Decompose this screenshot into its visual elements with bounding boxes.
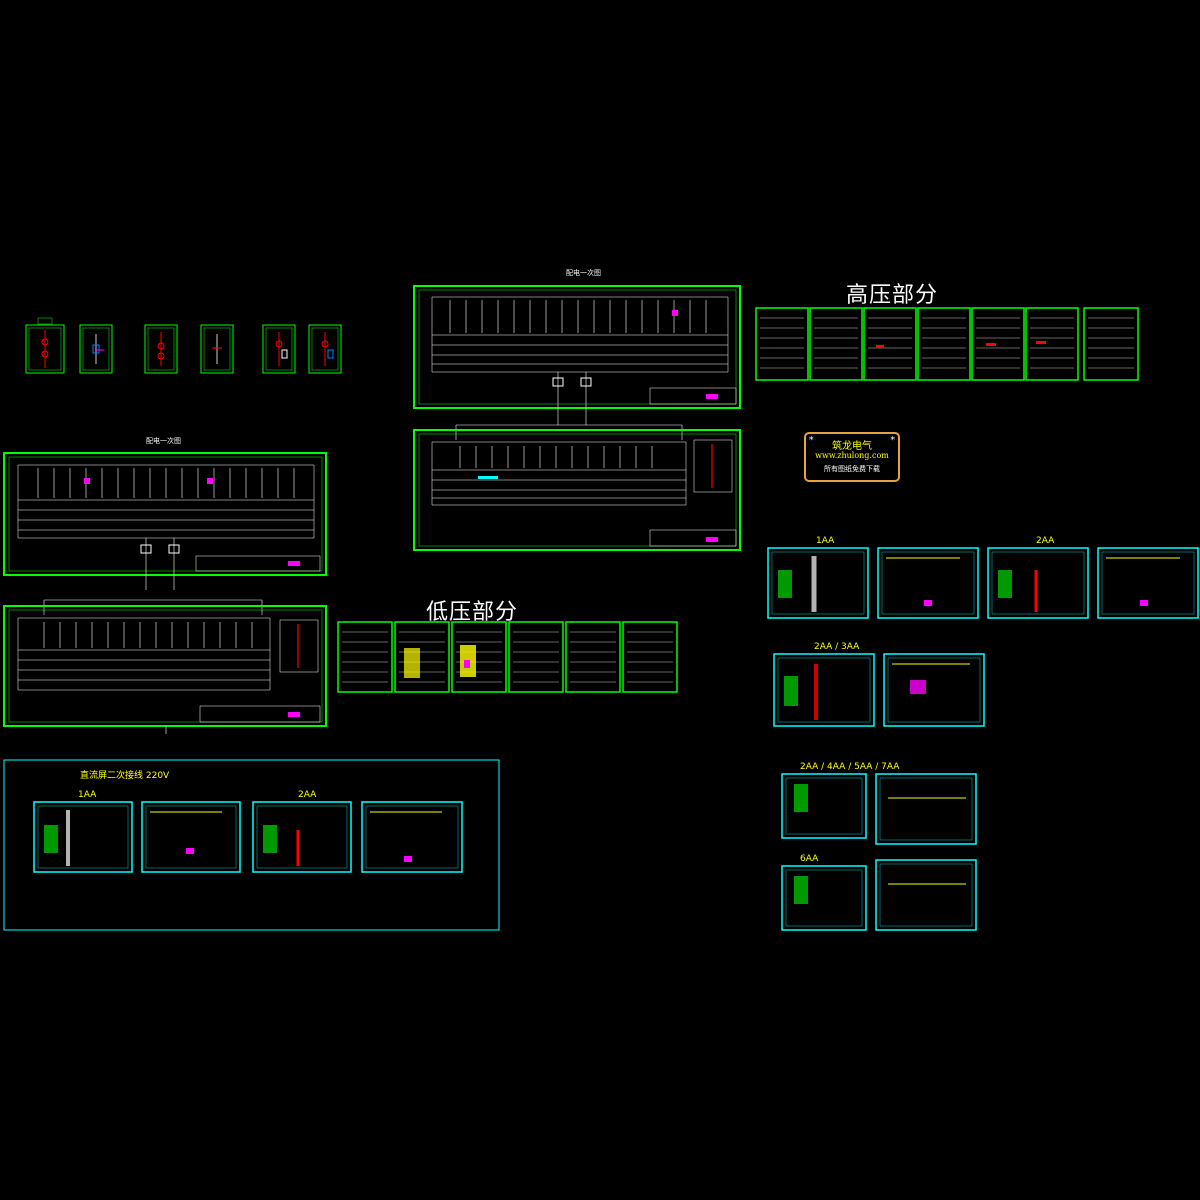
dc-panel-group <box>3 759 500 931</box>
right-wiring-sheets <box>767 547 1199 931</box>
wiring-sheet[interactable] <box>781 865 867 931</box>
stamp-brand: 筑龙电气 <box>832 441 872 452</box>
top-diagram-caption: 配电一次图 <box>566 269 601 277</box>
symbol-sheet[interactable] <box>262 324 296 374</box>
low-voltage-table-sheets <box>337 621 678 693</box>
wiring-sheet[interactable] <box>773 653 875 727</box>
single-line-diagram-top-2[interactable] <box>413 429 741 551</box>
wiring-sheet[interactable] <box>141 801 241 873</box>
wiring-sheet[interactable] <box>883 653 985 727</box>
symbol-sheet[interactable] <box>79 324 113 374</box>
star-icon: * <box>890 436 896 446</box>
single-line-diagram-top[interactable] <box>413 285 741 409</box>
wiring-sheet[interactable] <box>877 547 979 619</box>
single-line-diagram-left[interactable] <box>3 452 327 576</box>
sheet-label-1A: 1AA <box>816 536 835 546</box>
left-diagram-caption: 配电一次图 <box>146 437 181 445</box>
group-box-caption: 直流屏二次接线 220V <box>80 771 170 781</box>
sheet-label-6A: 6AA <box>800 854 819 864</box>
zhulong-watermark-stamp: * * 筑龙电气 www.zhulong.com 所有图纸免费下载 <box>804 432 900 482</box>
wiring-sheet[interactable] <box>1097 547 1199 619</box>
sheet-label-2A-4A: 2AA / 3AA <box>814 642 860 652</box>
symbol-sheet[interactable] <box>308 324 342 374</box>
symbol-sheet-group <box>25 317 342 374</box>
wiring-sheet[interactable] <box>987 547 1089 619</box>
sheet-label-2A: 2AA <box>1036 536 1055 546</box>
wiring-sheet[interactable] <box>781 773 867 839</box>
symbol-sheet[interactable] <box>25 317 65 374</box>
star-icon: * <box>809 436 814 446</box>
wiring-sheet[interactable] <box>252 801 352 873</box>
symbol-sheet[interactable] <box>200 324 234 374</box>
stamp-tagline: 所有图纸免费下载 <box>824 465 880 473</box>
bottom-sheet-label-2A: 2AA <box>298 790 317 800</box>
wiring-sheet[interactable] <box>767 547 869 619</box>
sheet-label-group: 2AA / 4AA / 5AA / 7AA <box>800 762 900 772</box>
stamp-url: www.zhulong.com <box>815 451 889 460</box>
high-voltage-table-sheets <box>755 307 1139 381</box>
high-voltage-section-title: 高压部分 <box>846 283 939 308</box>
low-voltage-section-title: 低压部分 <box>426 600 519 625</box>
wiring-sheet[interactable] <box>875 773 977 845</box>
single-line-diagram-left-2[interactable] <box>3 605 327 734</box>
wiring-sheet[interactable] <box>875 859 977 931</box>
wiring-sheet[interactable] <box>33 801 133 873</box>
symbol-sheet[interactable] <box>144 324 178 374</box>
bottom-sheet-label-1A: 1AA <box>78 790 97 800</box>
wiring-sheet[interactable] <box>361 801 463 873</box>
